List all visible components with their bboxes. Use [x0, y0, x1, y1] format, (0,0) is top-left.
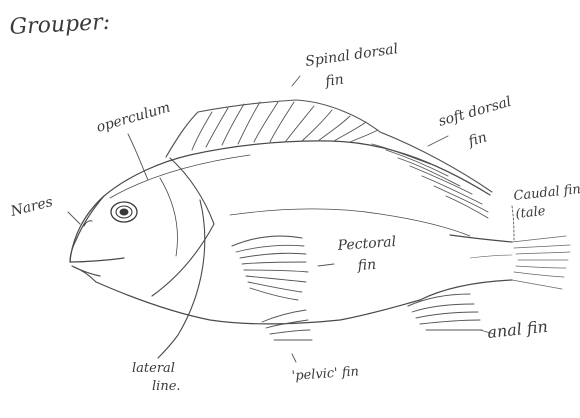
fish-head	[70, 196, 124, 282]
label-spinal-dorsal-fin: Spinal dorsal fin	[304, 41, 399, 90]
svg-text:lateral: lateral	[132, 361, 175, 376]
svg-text:Pectoral: Pectoral	[336, 234, 396, 254]
label-nares: Nares	[8, 194, 54, 220]
label-pectoral-fin: Pectoral fin	[336, 234, 396, 274]
svg-text:line.: line.	[152, 379, 181, 394]
eye-icon	[111, 202, 137, 222]
pelvic-fin	[262, 310, 312, 340]
label-caudal-fin: Caudal fin (tale	[513, 182, 580, 222]
svg-text:Caudal fin: Caudal fin	[513, 182, 580, 204]
svg-text:fin: fin	[323, 72, 344, 91]
svg-text:Spinal dorsal: Spinal dorsal	[304, 41, 399, 70]
fish-body	[70, 141, 512, 324]
label-anal-fin: anal fin	[486, 317, 548, 342]
svg-text:soft dorsal: soft dorsal	[437, 94, 513, 130]
svg-text:(tale: (tale	[515, 204, 547, 222]
lateral-line-curve	[158, 200, 205, 358]
page-title: Grouper:	[9, 10, 111, 40]
anal-fin	[408, 294, 482, 330]
label-operculum: operculum	[95, 100, 172, 136]
svg-text:fin: fin	[466, 129, 489, 150]
pectoral-fin	[232, 236, 308, 300]
svg-text:fin: fin	[356, 257, 376, 274]
label-soft-dorsal-fin: soft dorsal fin	[437, 94, 513, 150]
spinal-dorsal-fin	[166, 100, 380, 157]
label-pelvic-fin: 'pelvic' fin	[291, 364, 359, 384]
caudal-fin	[470, 236, 570, 289]
label-lateral-line: lateral line.	[132, 361, 181, 394]
